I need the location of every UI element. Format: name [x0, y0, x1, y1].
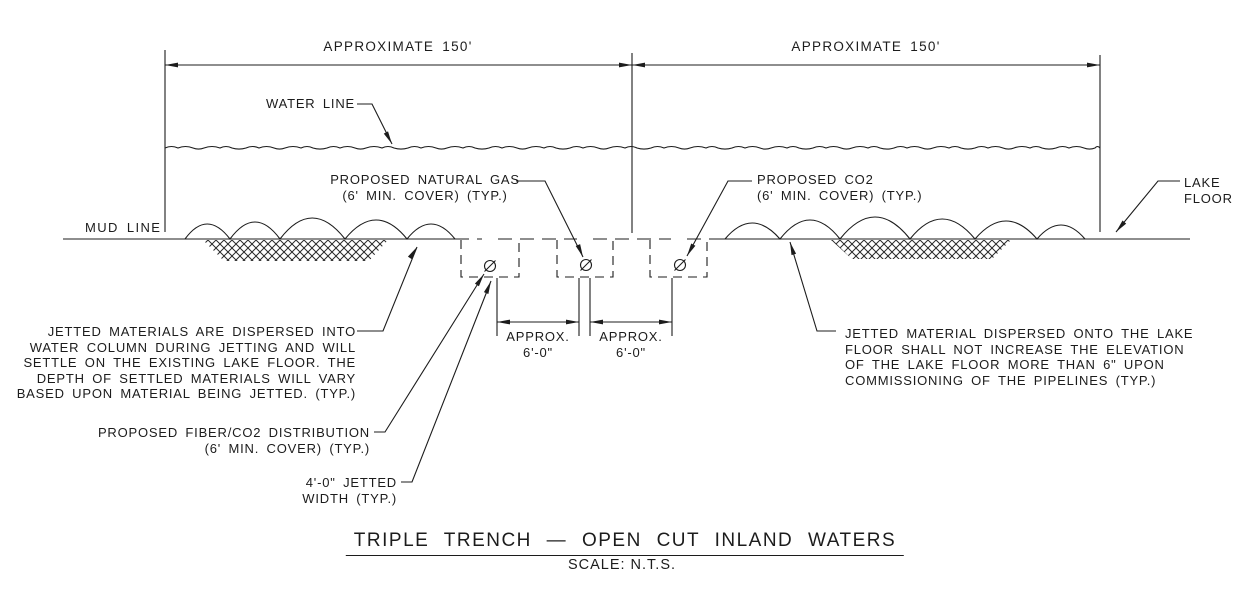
jetted-width-label: 4'-0" JETTED WIDTH (TYP.): [302, 475, 397, 506]
arrowhead: [659, 319, 672, 325]
arrowhead: [590, 319, 603, 325]
hatch-left: [203, 240, 388, 261]
note-left: JETTED MATERIALS ARE DISPERSED INTO WATE…: [16, 324, 356, 401]
trench-1-outline: [460, 240, 520, 278]
trench-2-outline: [556, 240, 614, 278]
water-line-label: WATER LINE: [265, 96, 355, 111]
arrowhead: [1087, 62, 1100, 68]
arrowhead: [407, 247, 417, 260]
leader-co2: [686, 180, 752, 257]
arrowheads: [165, 62, 1127, 325]
mounds-right: [724, 216, 1086, 240]
leader-jetted-width: [401, 280, 492, 483]
pipe-symbol-co2: [673, 258, 687, 272]
arrowhead: [687, 243, 696, 256]
arrowhead: [497, 319, 510, 325]
leader-note-right: [789, 241, 836, 332]
arrowhead: [790, 242, 797, 256]
leader-lake-floor: [1115, 180, 1180, 233]
lake-floor-label: LAKE FLOOR: [1184, 175, 1233, 206]
pipe-symbol-fiber: [483, 259, 497, 273]
note-right: JETTED MATERIAL DISPERSED ONTO THE LAKE …: [845, 326, 1194, 388]
trench-spacing-label-left: APPROX. 6'-0": [506, 329, 570, 360]
arrowhead: [383, 131, 392, 144]
dimension-span-right: APPROXIMATE 150': [791, 39, 941, 54]
arrowhead: [1116, 220, 1127, 232]
mud-line-label: MUD LINE: [85, 220, 162, 235]
arrowhead: [474, 274, 484, 287]
water-line-path: [164, 145, 1101, 150]
mounds-left: [184, 217, 456, 240]
leader-note-left: [357, 246, 418, 332]
leader-water-line: [357, 103, 393, 145]
hatch-right: [831, 240, 1011, 259]
arrowhead: [632, 62, 645, 68]
arrowhead: [566, 319, 579, 325]
arrowhead: [575, 244, 583, 257]
drawing-scale: SCALE: N.T.S.: [567, 557, 677, 573]
pipe-symbol-natural-gas: [579, 258, 593, 272]
arrowhead: [619, 62, 632, 68]
jetted-material-hatch: [203, 240, 1011, 261]
proposed-fiber-co2-label: PROPOSED FIBER/CO2 DISTRIBUTION (6' MIN.…: [97, 425, 370, 456]
arrowhead: [165, 62, 178, 68]
drawing-title: TRIPLE TRENCH — OPEN CUT INLAND WATERS: [345, 530, 905, 556]
arrowhead: [483, 281, 491, 294]
trench-spacing-extension-lines: [496, 278, 673, 336]
proposed-co2-label: PROPOSED CO2 (6' MIN. COVER) (TYP.): [757, 172, 923, 203]
trench-spacing-label-right: APPROX. 6'-0": [599, 329, 663, 360]
leader-natural-gas: [516, 180, 584, 258]
trench-3-outline: [649, 240, 708, 278]
leader-fiber-co2: [374, 273, 485, 433]
proposed-natural-gas-label: PROPOSED NATURAL GAS (6' MIN. COVER) (TY…: [330, 172, 520, 203]
dimension-span-left: APPROXIMATE 150': [323, 39, 473, 54]
